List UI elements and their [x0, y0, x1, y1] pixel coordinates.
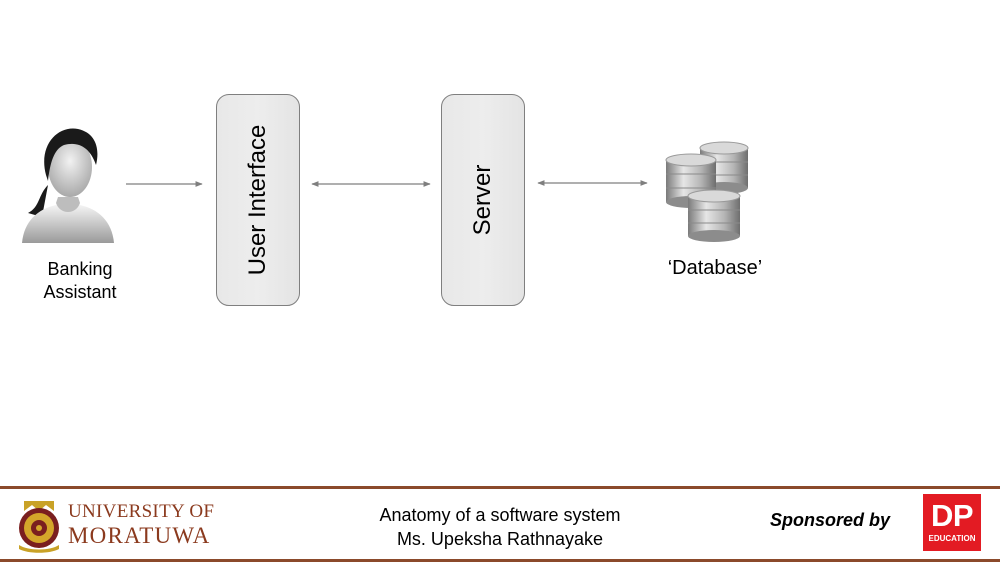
sponsor-logo-main: DP [930, 498, 974, 533]
user-interface-box: User Interface [216, 94, 300, 306]
university-crest-icon [19, 501, 59, 553]
database-icon [665, 141, 749, 242]
footer-rule-top [0, 486, 1000, 489]
footer-rule-bottom [0, 559, 1000, 562]
sponsor-logo: DP EDUCATION [923, 494, 981, 551]
presenter-name: Ms. Upeksha Rathnayake [396, 529, 604, 549]
server-label: Server [469, 164, 496, 236]
database-label: ‘Database’ [667, 257, 763, 279]
university-name-line1: UNIVERSITY OF [68, 501, 215, 522]
actor-label: Banking Assistant [30, 258, 130, 304]
footer-title: Anatomy of a software system Ms. Upeksha… [340, 503, 660, 551]
person-icon [22, 128, 114, 243]
user-interface-label: User Interface [244, 124, 271, 276]
actor-label-line2: Assistant [43, 282, 117, 302]
presentation-title: Anatomy of a software system [379, 505, 621, 525]
actor-label-line1: Banking [47, 259, 113, 279]
university-name-line2: MORATUWA [68, 523, 211, 548]
university-name: UNIVERSITY OF MORATUWA [68, 500, 214, 548]
sponsor-logo-sub: EDUCATION [928, 534, 976, 543]
server-box: Server [441, 94, 525, 306]
cylinder-front [687, 189, 741, 242]
sponsored-by-text: Sponsored by [770, 510, 891, 530]
